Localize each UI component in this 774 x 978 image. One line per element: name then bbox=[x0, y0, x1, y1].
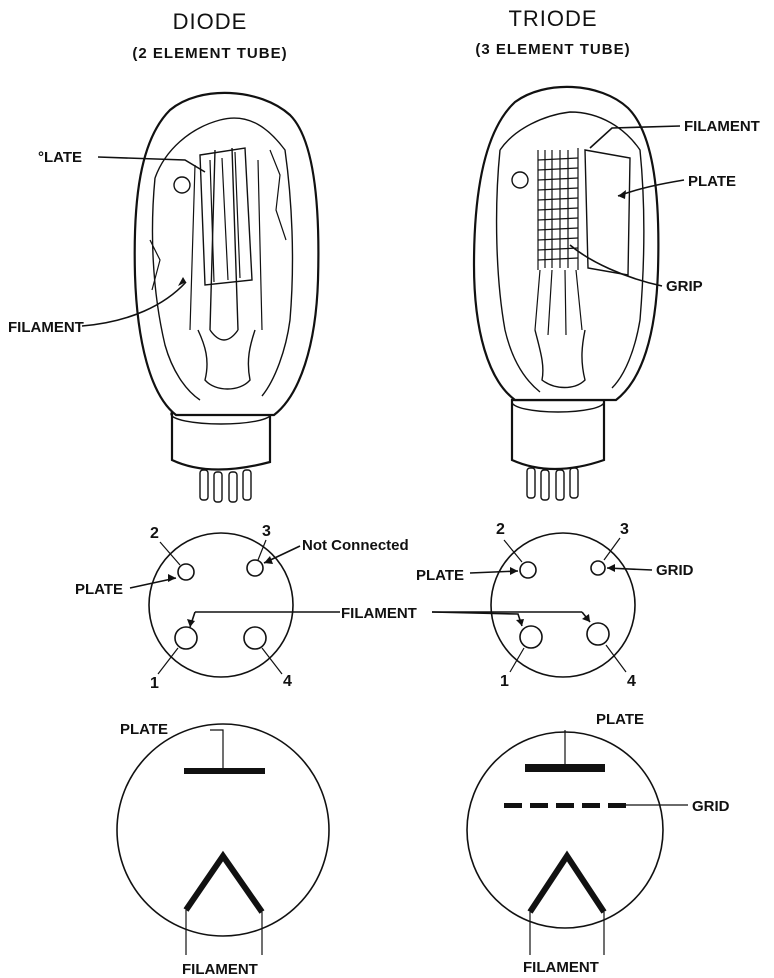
triode-pin-1-number: 1 bbox=[500, 673, 509, 690]
diode-title: DIODE bbox=[173, 9, 248, 34]
triode-title: TRIODE bbox=[508, 6, 597, 31]
diode-subtitle: (2 ELEMENT TUBE) bbox=[132, 45, 287, 62]
diode-filament-label: FILAMENT bbox=[8, 319, 84, 336]
triode-pin-1 bbox=[520, 626, 542, 648]
triode-symbol-grid-label: GRID bbox=[692, 798, 730, 815]
diode-pin-1-number: 1 bbox=[150, 675, 159, 692]
triode-socket-diagram: 2 3 1 4 PLATE GRID bbox=[416, 521, 694, 690]
diode-pin-4-number: 4 bbox=[283, 673, 292, 690]
triode-pin-3-number: 3 bbox=[620, 521, 629, 538]
triode-socket-plate-label: PLATE bbox=[416, 567, 464, 584]
triode-tube-base bbox=[512, 400, 604, 469]
triode-tube-illustration: FILAMENT PLATE GRIP bbox=[474, 87, 760, 500]
triode-symbol-plate bbox=[525, 764, 605, 772]
diode-header: DIODE (2 ELEMENT TUBE) bbox=[132, 9, 287, 62]
triode-schematic-symbol: PLATE GRID FILAMENT bbox=[467, 711, 730, 976]
triode-symbol-filament bbox=[530, 856, 604, 912]
triode-plate-label: PLATE bbox=[688, 173, 736, 190]
triode-grid-label: GRIP bbox=[666, 278, 703, 295]
socket-filament-callout: FILAMENT bbox=[187, 605, 590, 627]
diode-pin-2-number: 2 bbox=[150, 525, 159, 542]
diode-pin-3-number: 3 bbox=[262, 523, 271, 540]
triode-pin-4-number: 4 bbox=[627, 673, 636, 690]
diode-pin-2 bbox=[178, 564, 194, 580]
triode-pin-4 bbox=[587, 623, 609, 645]
diode-schematic-symbol: PLATE FILAMENT bbox=[117, 721, 329, 978]
diode-socket-plate-label: PLATE bbox=[75, 581, 123, 598]
triode-symbol-filament-label: FILAMENT bbox=[523, 959, 599, 976]
triode-symbol-grid bbox=[504, 803, 626, 808]
socket-filament-label: FILAMENT bbox=[341, 605, 417, 622]
triode-pin-2-number: 2 bbox=[496, 521, 505, 538]
diode-symbol-filament bbox=[186, 856, 262, 912]
triode-header: TRIODE (3 ELEMENT TUBE) bbox=[475, 6, 630, 58]
diode-not-connected-label: Not Connected bbox=[302, 537, 409, 554]
triode-pin-3 bbox=[591, 561, 605, 575]
diode-symbol-plate bbox=[184, 768, 265, 774]
triode-subtitle: (3 ELEMENT TUBE) bbox=[475, 41, 630, 58]
triode-symbol-plate-label: PLATE bbox=[596, 711, 644, 728]
diode-symbol-filament-label: FILAMENT bbox=[182, 961, 258, 978]
diode-pin-1 bbox=[175, 627, 197, 649]
diode-tube-illustration: °LATE FILAMENT bbox=[8, 93, 318, 502]
triode-base-pins bbox=[527, 468, 578, 500]
triode-socket-grid-label: GRID bbox=[656, 562, 694, 579]
diode-symbol-plate-label: PLATE bbox=[120, 721, 168, 738]
diode-pin-4 bbox=[244, 627, 266, 649]
diode-pin-3 bbox=[247, 560, 263, 576]
triode-glass-bulb bbox=[474, 87, 658, 400]
diode-plate-label: °LATE bbox=[38, 149, 82, 166]
diode-base-pins bbox=[200, 470, 251, 502]
triode-filament-label: FILAMENT bbox=[684, 118, 760, 135]
triode-pin-2 bbox=[520, 562, 536, 578]
